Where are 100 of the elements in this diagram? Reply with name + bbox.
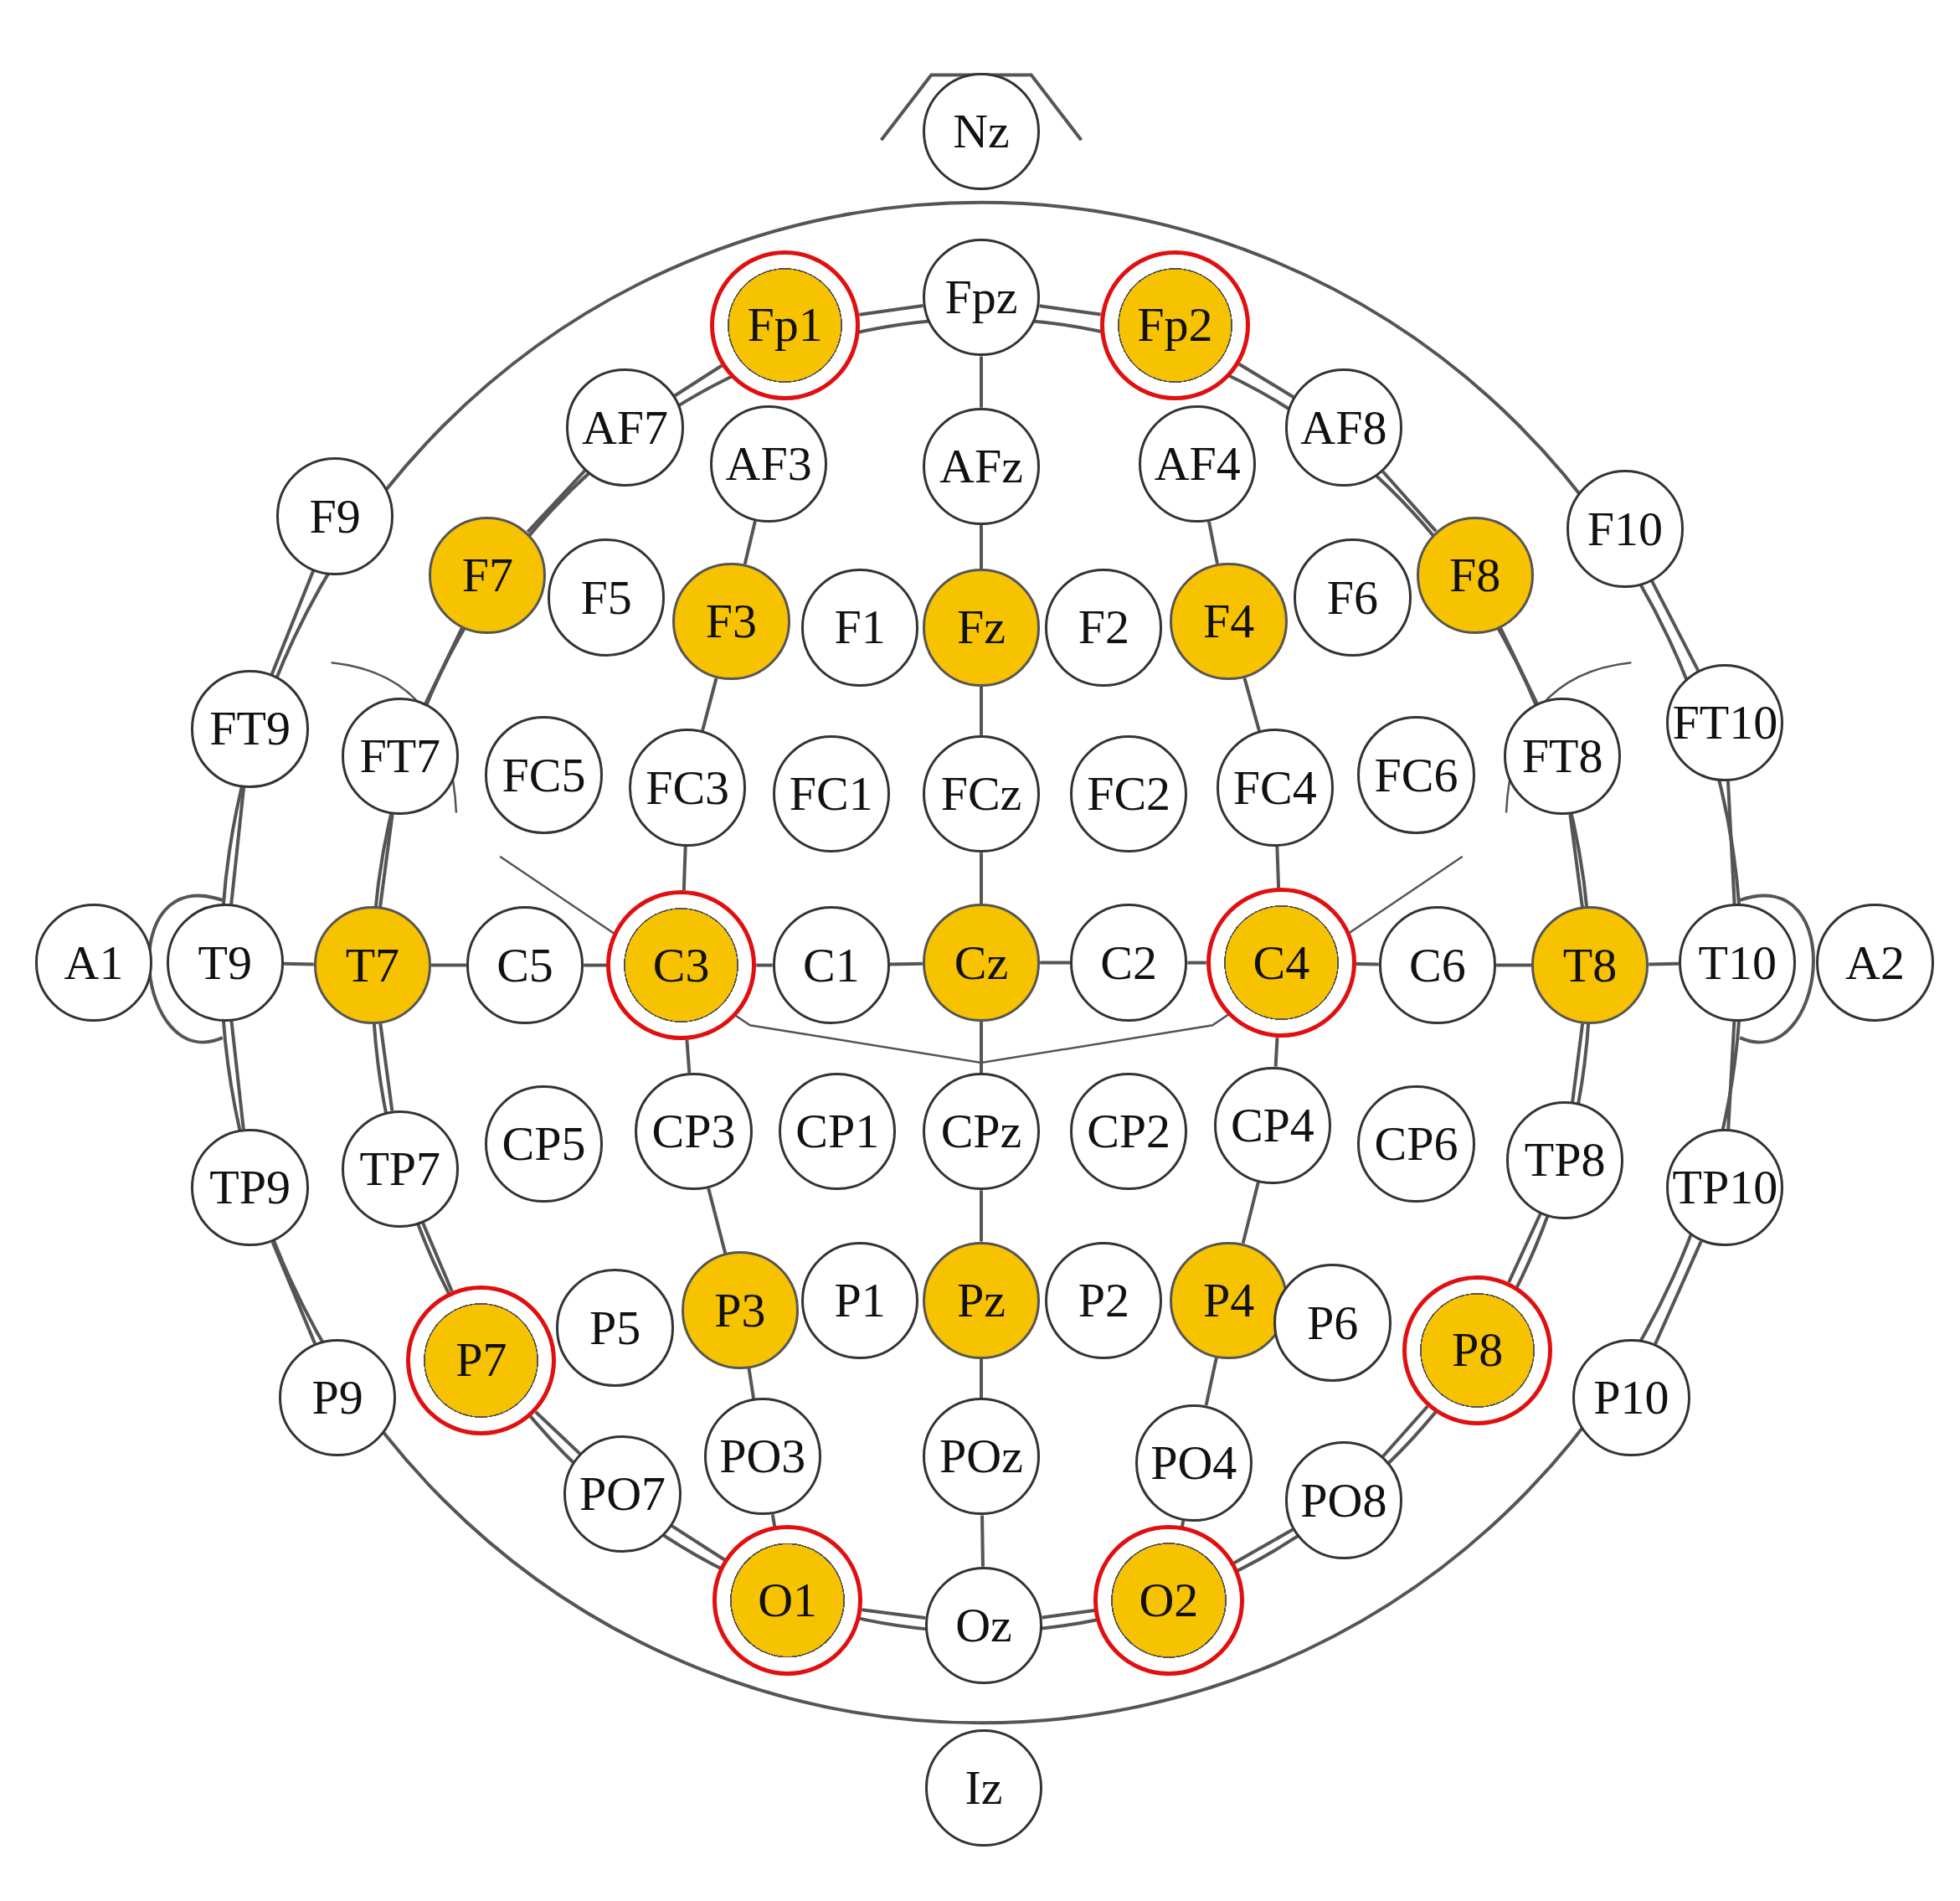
- connector-line: [1726, 780, 1736, 904]
- connector-line: [534, 1410, 581, 1455]
- electrode-circle: FT10: [1666, 663, 1784, 782]
- connector-line: [1568, 814, 1584, 908]
- electrode-circle: P9: [278, 1339, 397, 1457]
- connector-line: [584, 963, 607, 967]
- connector-line: [1499, 627, 1539, 704]
- electrode-circle: P3: [681, 1251, 799, 1369]
- electrode-circle: C5: [466, 906, 584, 1024]
- electrode-circle: PO7: [563, 1435, 682, 1553]
- electrode-circle: P2: [1045, 1241, 1163, 1359]
- connector-line: [980, 686, 983, 735]
- connector-line: [673, 363, 723, 398]
- connector-line: [1381, 1404, 1429, 1458]
- electrode-circle: Fpz: [922, 239, 1041, 357]
- electrode-circle: FT7: [341, 698, 459, 816]
- connector-line: [526, 469, 587, 533]
- electrode-circle: CP5: [485, 1084, 603, 1203]
- electrode-circle: CP6: [1357, 1084, 1475, 1203]
- electrode-circle: Cz: [922, 904, 1041, 1022]
- electrode-circle: Fp2: [1099, 250, 1250, 400]
- electrode-circle: C3: [606, 890, 757, 1041]
- electrode-circle: F7: [429, 516, 547, 634]
- electrode-circle: Nz: [922, 72, 1041, 190]
- electrode-circle: FC2: [1070, 734, 1188, 853]
- connector-line: [1650, 580, 1700, 672]
- electrode-circle: P10: [1572, 1339, 1690, 1457]
- connector-line: [1726, 1021, 1736, 1130]
- electrode-circle: P1: [801, 1241, 919, 1359]
- electrode-circle: C6: [1378, 906, 1497, 1024]
- connector-line: [747, 1368, 756, 1399]
- connector-line: [862, 1608, 926, 1620]
- connector-line: [1187, 961, 1206, 965]
- electrode-circle: F4: [1170, 562, 1288, 681]
- electrode-circle: P6: [1273, 1264, 1392, 1382]
- connector-line: [980, 356, 983, 408]
- electrode-circle: F10: [1566, 470, 1685, 588]
- electrode-circle: AF7: [566, 368, 684, 487]
- connector-line: [270, 1241, 316, 1345]
- electrode-circle: TP8: [1506, 1101, 1624, 1219]
- electrode-circle: CPz: [922, 1072, 1041, 1191]
- electrode-circle: FCz: [922, 734, 1041, 853]
- electrode-circle: AFz: [922, 407, 1041, 526]
- connector-line: [980, 1021, 983, 1073]
- connector-line: [980, 1190, 983, 1242]
- connector-line: [859, 304, 923, 317]
- electrode-circle: F9: [275, 457, 394, 575]
- connector-line: [424, 627, 464, 704]
- connector-line: [980, 525, 983, 569]
- electrode-circle: C2: [1070, 904, 1188, 1022]
- electrode-circle: FC3: [628, 729, 747, 847]
- connector-line: [1649, 961, 1680, 966]
- connector-line: [980, 1515, 985, 1567]
- connector-line: [1232, 1527, 1294, 1565]
- electrode-circle: FC4: [1216, 729, 1334, 847]
- connector-line: [1571, 1023, 1585, 1103]
- connector-line: [378, 1023, 394, 1111]
- electrode-circle: AF8: [1284, 368, 1403, 487]
- electrode-circle: T9: [166, 904, 284, 1022]
- connector-line: [283, 961, 314, 966]
- connector-line: [1381, 470, 1438, 533]
- electrode-circle: PO8: [1284, 1441, 1403, 1559]
- electrode-circle: TP10: [1666, 1129, 1784, 1247]
- electrode-circle: CP1: [779, 1072, 897, 1191]
- connector-line: [770, 1514, 777, 1527]
- electrode-circle: FC5: [485, 716, 603, 834]
- electrode-circle: O2: [1093, 1525, 1244, 1676]
- electrode-circle: A2: [1816, 904, 1934, 1022]
- electrode-circle: PO3: [703, 1398, 821, 1516]
- electrode-circle: T10: [1679, 904, 1797, 1022]
- electrode-circle: F2: [1045, 569, 1163, 687]
- connector-line: [743, 520, 757, 565]
- electrode-circle: P5: [556, 1269, 674, 1387]
- connector-line: [378, 814, 394, 908]
- electrode-circle: FC6: [1357, 716, 1475, 834]
- connector-line: [701, 677, 718, 732]
- connector-line: [229, 786, 246, 905]
- electrode-circle: P8: [1402, 1275, 1553, 1425]
- electrode-circle: AF4: [1139, 404, 1257, 523]
- connector-line: [707, 1187, 728, 1254]
- connector-line: [421, 1222, 454, 1292]
- electrode-circle: F8: [1416, 516, 1534, 634]
- connector-line: [270, 570, 315, 675]
- electrode-circle: O1: [712, 1525, 863, 1676]
- connector-line: [1507, 1213, 1542, 1283]
- connector-line: [671, 1524, 726, 1562]
- connector-line: [756, 963, 773, 967]
- connector-line: [1039, 304, 1101, 317]
- electrode-circle: PO4: [1134, 1404, 1253, 1522]
- electrode-circle: Fz: [922, 569, 1041, 687]
- electrode-circle: T8: [1530, 906, 1649, 1024]
- connector-line: [889, 961, 923, 966]
- electrode-circle: POz: [922, 1398, 1041, 1516]
- electrode-circle: T7: [313, 906, 432, 1024]
- electrode-circle: P4: [1170, 1241, 1288, 1359]
- electrode-circle: P7: [406, 1285, 557, 1435]
- electrode-circle: Iz: [924, 1728, 1043, 1847]
- electrode-circle: CP2: [1070, 1072, 1188, 1191]
- connector-line: [1042, 1609, 1095, 1620]
- electrode-circle: C1: [772, 906, 890, 1024]
